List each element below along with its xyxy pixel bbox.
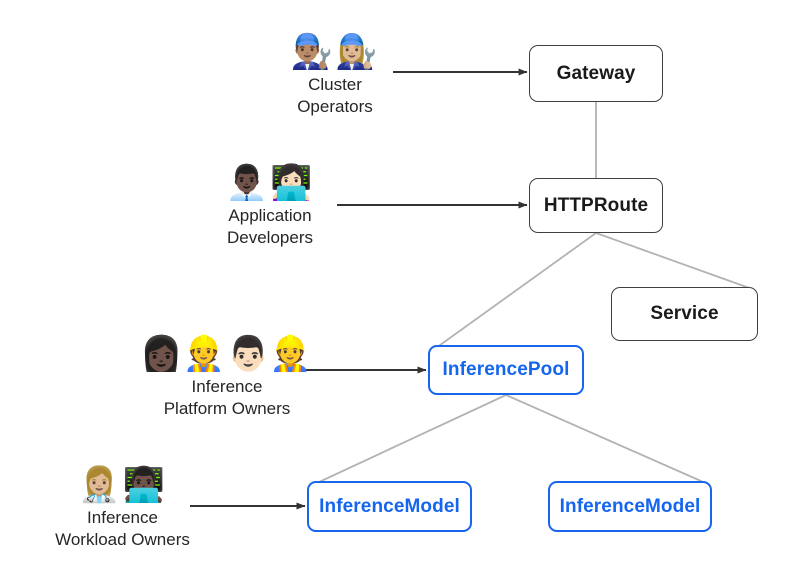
node-service: Service [611,287,758,341]
edge-inferencepool-inferencemodel-right [505,394,706,484]
man-mechanic-icon, woman-mechanic-icon: 👨🏽‍🔧👩🏼‍🔧 [290,32,380,72]
node-label: InferenceModel [559,495,701,517]
persona-caption: Application Developers [227,206,313,247]
persona-application-developers: 👨🏿‍💼👩🏻‍💻Application Developers [210,163,330,249]
persona-cluster-operators: 👨🏽‍🔧👩🏼‍🔧Cluster Operators [275,32,395,118]
man-office-worker-icon, woman-technologist-icon: 👨🏿‍💼👩🏻‍💻 [225,163,315,203]
edge-inferencepool-inferencemodel-left [316,394,507,484]
node-inferencemodel-right: InferenceModel [548,481,712,532]
node-inferencemodel-left: InferenceModel [307,481,472,532]
node-label: InferencePool [442,359,570,380]
persona-caption: Cluster Operators [297,75,373,116]
persona-caption: Inference Workload Owners [55,508,190,549]
persona-inference-workload-owners: 👩🏼‍⚕️👨🏿‍💻Inference Workload Owners [55,465,190,551]
woman-health-worker-icon, man-technologist-icon: 👩🏼‍⚕️👨🏿‍💻 [78,465,167,505]
node-inferencepool: InferencePool [428,345,584,395]
node-gateway: Gateway [529,45,663,102]
edge-httproute-inferencepool [436,232,597,348]
node-label: InferenceModel [319,495,460,517]
woman-construction-worker-icon, man-construction-worker-icon: 👩🏿‍👷👨🏻‍👷 [140,334,314,374]
edge-httproute-service [595,232,753,290]
persona-inference-platform-owners: 👩🏿‍👷👨🏻‍👷Inference Platform Owners [140,334,311,420]
node-label: Service [650,303,719,324]
node-label: Gateway [556,62,636,84]
node-httproute: HTTPRoute [529,178,663,233]
persona-caption: Inference Platform Owners [163,377,291,418]
node-label: HTTPRoute [543,194,649,216]
